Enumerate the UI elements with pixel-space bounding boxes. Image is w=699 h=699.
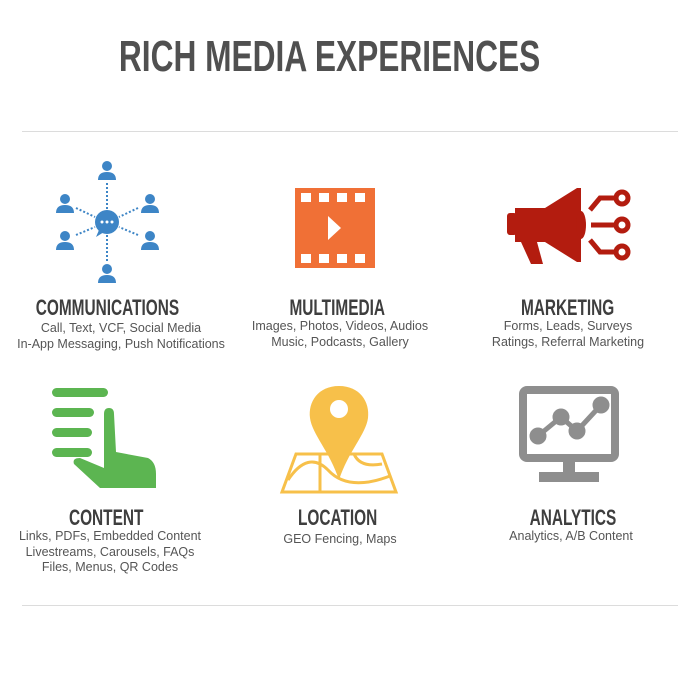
- bottom-divider: [22, 605, 678, 606]
- location-description: GEO Fencing, Maps: [283, 532, 397, 546]
- analytics-description: Analytics, A/B Content: [509, 529, 633, 543]
- multimedia-heading: MULTIMEDIA: [289, 295, 385, 320]
- page-title: RICH MEDIA EXPERIENCES: [119, 32, 541, 81]
- people-network-icon: [56, 161, 159, 283]
- marketing-heading: MARKETING: [521, 295, 615, 320]
- hand-list-icon: [52, 388, 156, 488]
- megaphone-icon: [507, 188, 631, 264]
- top-divider: [22, 131, 678, 132]
- analytics-heading: ANALYTICS: [529, 505, 617, 530]
- communications-heading: COMMUNICATIONS: [35, 295, 179, 320]
- monitor-chart-icon: [519, 386, 619, 482]
- content-heading: CONTENT: [68, 505, 144, 530]
- map-pin-icon: [279, 386, 399, 494]
- location-heading: LOCATION: [298, 505, 378, 530]
- film-play-icon: [295, 188, 375, 268]
